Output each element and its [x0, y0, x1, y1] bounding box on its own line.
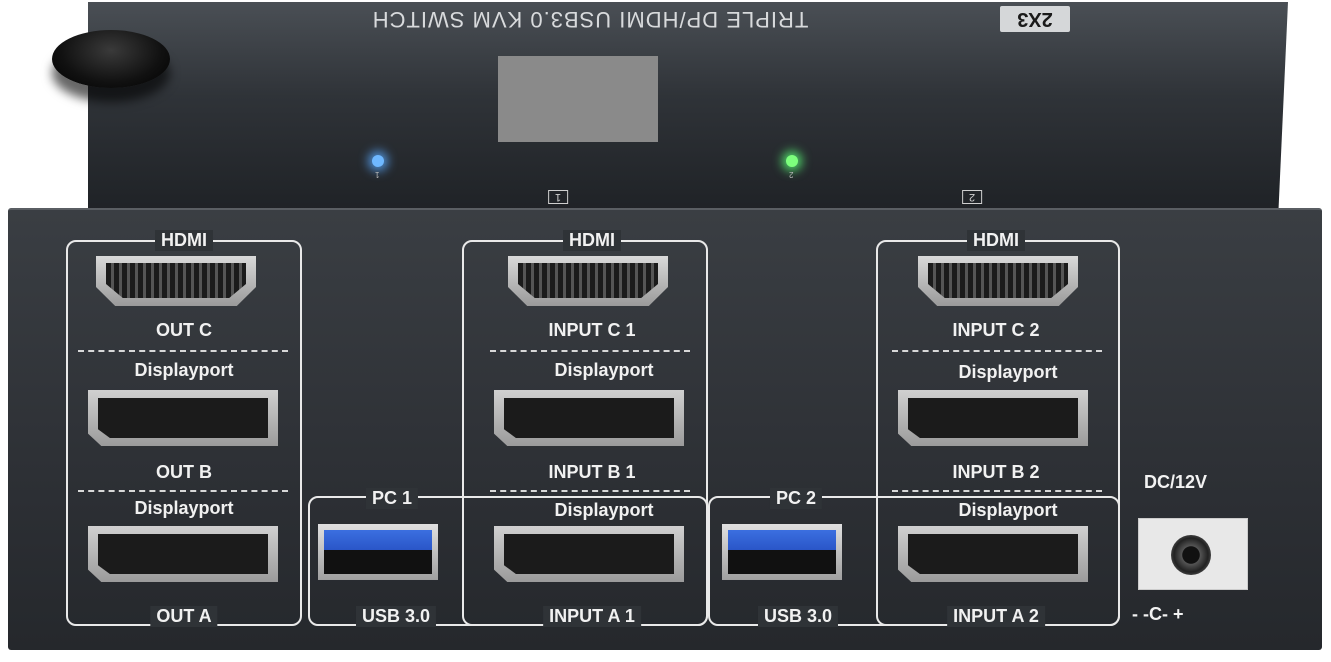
pc1-input-b-dp-port[interactable]	[494, 390, 684, 446]
frame-pc2-usb	[708, 496, 1120, 626]
dc-power-jack[interactable]	[1138, 518, 1248, 590]
device-title: TRIPLE DP/HDMI USB3.0 KVM SWITCH	[371, 7, 809, 32]
out-dp-title-2: Displayport	[134, 498, 234, 518]
pc2-pc-label: PC 2	[769, 488, 823, 509]
out-b-label: OUT B	[156, 462, 212, 482]
pc2-input-a-dp-port[interactable]	[898, 526, 1088, 582]
pc1-input-c-hdmi-port[interactable]	[508, 256, 668, 306]
pc2-dp-title-2: Displayport	[958, 500, 1058, 520]
pc1-input-a-label: INPUT A 1	[543, 606, 641, 627]
device-top-surface	[88, 2, 1288, 212]
top-icon-2: 2	[962, 190, 983, 204]
pc1-pc-label: PC 1	[365, 488, 419, 509]
pc2-input-c-label: INPUT C 2	[952, 320, 1040, 340]
front-panel: HDMI OUT C Displayport OUT B Displayport…	[8, 208, 1322, 650]
pc1-input-a-dp-port[interactable]	[494, 526, 684, 582]
out-a-label: OUT A	[150, 606, 218, 627]
model-badge: 2X3	[1000, 6, 1070, 32]
switch-knob[interactable]	[52, 30, 170, 88]
pc1-dp-title-2: Displayport	[554, 500, 654, 520]
out-hdmi-title: HDMI	[155, 230, 213, 251]
out-c-hdmi-port[interactable]	[96, 256, 256, 306]
out-a-dp-port[interactable]	[88, 526, 278, 582]
redacted-area	[498, 56, 658, 142]
pc2-input-b-label: INPUT B 2	[952, 462, 1040, 482]
pc2-dp-title-1: Displayport	[958, 362, 1058, 382]
led-number-2: 2	[789, 170, 794, 179]
dc-polarity: - -C- +	[1132, 604, 1184, 624]
pc1-dp-title-1: Displayport	[554, 360, 654, 380]
pc1-input-c-label: INPUT C 1	[548, 320, 636, 340]
led-pc1	[372, 155, 384, 167]
pc1-divider-1	[490, 350, 690, 352]
pc1-usb-label: USB 3.0	[355, 606, 437, 627]
out-dp-title-1: Displayport	[134, 360, 234, 380]
out-divider-2	[78, 490, 288, 492]
pc2-divider-1	[892, 350, 1102, 352]
led-pc2	[786, 155, 798, 167]
pc2-input-a-label: INPUT A 2	[947, 606, 1045, 627]
frame-pc1-usb	[308, 496, 708, 626]
pc2-usb-label: USB 3.0	[757, 606, 839, 627]
out-b-dp-port[interactable]	[88, 390, 278, 446]
dc-label: DC/12V	[1144, 472, 1208, 492]
pc1-divider-2	[490, 490, 690, 492]
pc2-usb-port[interactable]	[722, 524, 842, 580]
pc2-input-c-hdmi-port[interactable]	[918, 256, 1078, 306]
pc2-input-b-dp-port[interactable]	[898, 390, 1088, 446]
pc1-usb-port[interactable]	[318, 524, 438, 580]
out-divider-1	[78, 350, 288, 352]
pc2-hdmi-title: HDMI	[967, 230, 1025, 251]
pc2-divider-2	[892, 490, 1102, 492]
pc1-input-b-label: INPUT B 1	[548, 462, 636, 482]
led-number-1: 1	[375, 170, 380, 179]
dc-jack-icon	[1171, 535, 1211, 575]
pc1-hdmi-title: HDMI	[563, 230, 621, 251]
top-icon-1: 1	[548, 190, 569, 204]
out-c-label: OUT C	[156, 320, 212, 340]
